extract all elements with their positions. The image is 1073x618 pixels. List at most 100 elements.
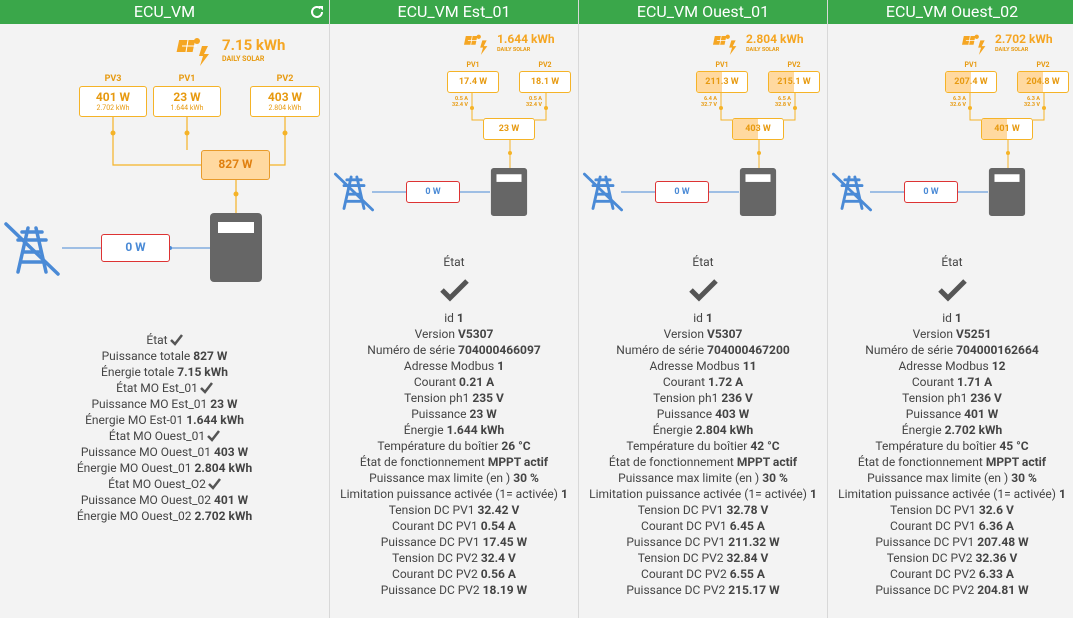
total-fill	[982, 119, 1007, 139]
row-energie-totale: Énergie totale 7.15 kWh	[101, 365, 228, 379]
pv2-dc-readout: 0.5 A 32.4 V	[525, 96, 542, 109]
total-power: 827 W	[218, 157, 253, 171]
check-icon	[169, 334, 183, 346]
info-row: Version V5307	[663, 327, 743, 341]
info-row: Courant 1.72 A	[662, 375, 744, 389]
pv1-box[interactable]: 23 W 1.644 kWh	[153, 86, 221, 117]
ecu-info-list: État Puissance totale 827 W Énergie tota…	[0, 332, 329, 524]
pv3-power: 401 W	[95, 90, 131, 104]
info-row: Tension DC PV2 32.84 V	[637, 551, 769, 565]
row-puissance-est01: Puissance MO Est_01 23 W	[91, 397, 238, 411]
pv1-box[interactable]: 207.4 W	[945, 71, 997, 93]
pv2-energy: 2.804 kWh	[268, 104, 302, 112]
info-row: Puissance 23 W	[411, 407, 497, 421]
daily-solar-label: DAILY SOLAR	[995, 47, 1029, 53]
info-row: id 1	[444, 311, 464, 325]
solar-panel-icon	[176, 38, 209, 66]
pv3-energy: 2.702 kWh	[96, 104, 130, 112]
pv2-fill	[1018, 72, 1043, 92]
grid-power-box[interactable]: 0 W	[904, 181, 958, 203]
pv1-power: 211.3 W	[705, 77, 739, 87]
total-power-box[interactable]: 401 W	[981, 118, 1033, 140]
pv2-label: PV2	[1036, 61, 1050, 69]
info-row: Tension ph1 236 V	[902, 391, 1002, 405]
info-row: Puissance DC PV2 204.81 W	[875, 583, 1029, 597]
pv1-label: PV1	[964, 61, 978, 69]
total-power: 23 W	[498, 124, 520, 134]
row-energie-ouest01: Énergie MO Ouest_01 2.804 kWh	[76, 461, 253, 475]
info-row: Courant DC PV2 6.55 A	[641, 567, 765, 581]
state-label: État	[692, 255, 714, 269]
solar-panel-icon	[712, 34, 737, 55]
grid-pylon-icon	[832, 172, 872, 212]
pv1-box[interactable]: 17.4 W	[447, 71, 499, 93]
inverter-icon	[739, 168, 777, 216]
solar-panel-icon	[961, 34, 986, 55]
total-power-box[interactable]: 403 W	[732, 118, 784, 140]
pv2-power: 18.1 W	[530, 77, 560, 87]
panel-title: ECU_VM	[0, 0, 329, 24]
total-power-box[interactable]: 23 W	[483, 118, 535, 140]
info-row: Tension ph1 235 V	[404, 391, 504, 405]
pv1-power: 17.4 W	[458, 77, 488, 87]
info-row: Numéro de série 704000466097	[367, 343, 541, 357]
info-row: Température du boîtier 45 °C	[875, 439, 1029, 453]
pv2-fill	[769, 72, 794, 92]
row-puissance-ouest02: Puissance MO Ouest_02 401 W	[80, 493, 249, 507]
total-fill	[733, 119, 758, 139]
grid-pylon-icon	[4, 222, 60, 276]
pv2-box[interactable]: 215.1 W	[768, 71, 820, 93]
grid-pylon-icon	[583, 172, 623, 212]
grid-power-box[interactable]: 0 W	[406, 181, 460, 203]
pv2-box[interactable]: 403 W 2.804 kWh	[250, 86, 320, 117]
state-label: État	[941, 255, 963, 269]
daily-solar-label: DAILY SOLAR	[746, 47, 780, 53]
panel-ecu-vm: ECU_VM 7.15 kWh DAILY SOLAR	[0, 0, 330, 618]
row-puissance-totale: Puissance totale 827 W	[101, 349, 228, 363]
pv2-label: PV2	[538, 61, 552, 69]
refresh-icon[interactable]	[309, 4, 325, 20]
total-power-box[interactable]: 827 W	[201, 150, 270, 180]
pv1-label: PV1	[178, 74, 196, 84]
pv1-box[interactable]: 211.3 W	[696, 71, 748, 93]
pv1-dc-readout: 6.4 A 32.7 V	[700, 96, 717, 109]
pv2-box[interactable]: 204.8 W	[1017, 71, 1069, 93]
check-icon	[207, 430, 221, 442]
panel-title: ECU_VM Est_01	[330, 0, 578, 24]
total-power: 403 W	[745, 124, 771, 134]
info-row: Énergie 1.644 kWh	[403, 423, 505, 437]
grid-power: 0 W	[425, 187, 441, 197]
panel-title: ECU_VM Ouest_01	[579, 0, 827, 24]
info-row: Énergie 2.804 kWh	[652, 423, 754, 437]
check-icon	[938, 279, 967, 302]
info-row: Adresse Modbus 12	[898, 359, 1006, 373]
pv2-label: PV2	[787, 61, 801, 69]
info-row: Puissance DC PV1 207.48 W	[875, 535, 1029, 549]
info-row: Puissance DC PV1 17.45 W	[380, 535, 528, 549]
pv3-box[interactable]: 401 W 2.702 kWh	[79, 86, 147, 117]
panel-ecu-vm-est-01: ECU_VM Est_01 1.644 kWh DAILY SOLAR	[330, 0, 579, 618]
info-row: Puissance max limite (en ) 30 %	[369, 471, 539, 485]
daily-solar-label: DAILY SOLAR	[222, 55, 265, 63]
pv1-dc-readout: 0.5 A 32.4 V	[451, 96, 468, 109]
pv2-power: 403 W	[267, 90, 303, 104]
pv1-energy: 1.644 kWh	[170, 104, 204, 112]
info-row: Adresse Modbus 11	[649, 359, 757, 373]
info-row: Puissance 403 W	[656, 407, 750, 421]
info-row: Tension DC PV1 32.6 V	[890, 503, 1014, 517]
info-row: Version V5251	[912, 327, 992, 341]
grid-power-box[interactable]: 0 W	[101, 234, 170, 262]
info-row: Température du boîtier 42 °C	[626, 439, 780, 453]
info-row: Tension DC PV2 32.36 V	[886, 551, 1018, 565]
info-row: Puissance DC PV1 211.32 W	[626, 535, 780, 549]
row-energie-est01: Énergie MO Est-01 1.644 kWh	[85, 413, 244, 427]
state-label: État	[443, 255, 465, 269]
row-puissance-ouest01: Puissance MO Ouest_01 403 W	[80, 445, 249, 459]
grid-power-box[interactable]: 0 W	[655, 181, 709, 203]
pv2-box[interactable]: 18.1 W	[519, 71, 571, 93]
solar-panel-icon	[463, 34, 488, 55]
info-row: Courant DC PV2 6.33 A	[890, 567, 1014, 581]
daily-solar-value: 7.15 kWh	[222, 36, 286, 54]
